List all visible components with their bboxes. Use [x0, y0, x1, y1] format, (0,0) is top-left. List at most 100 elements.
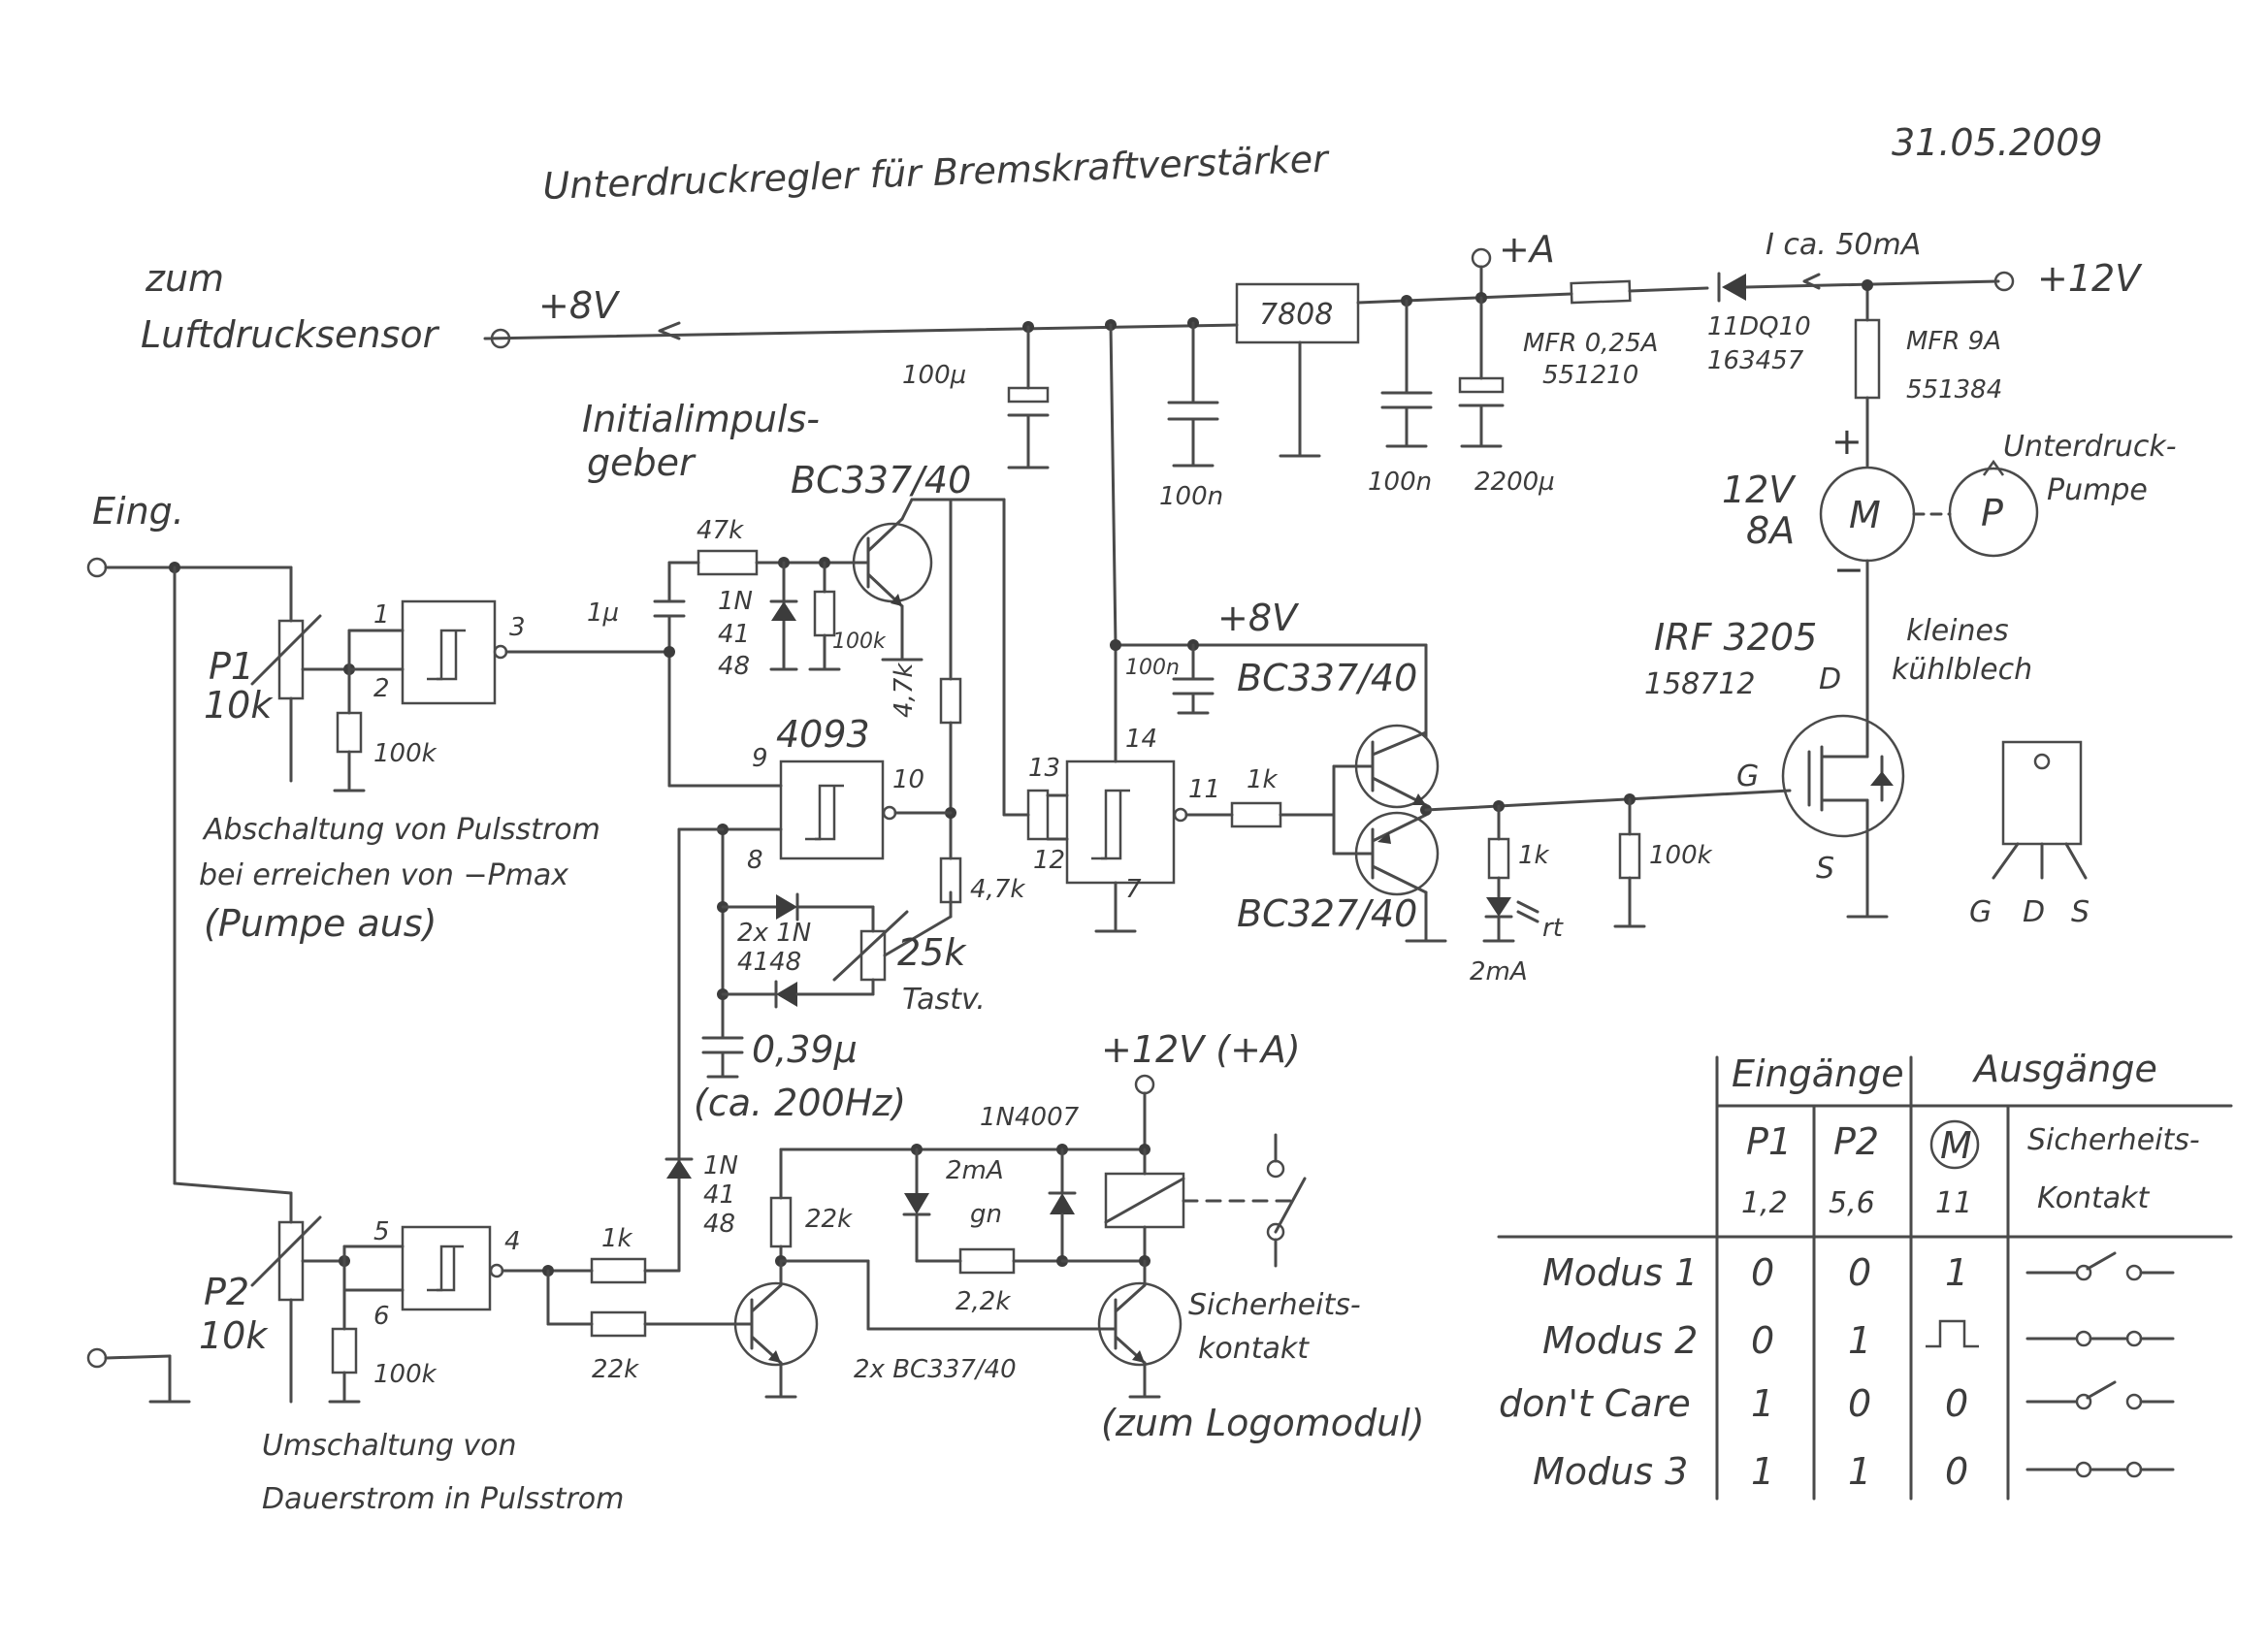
truth-table — [1497, 1055, 2233, 1501]
table-row-3-m: 0 — [1945, 1382, 1968, 1425]
d4148-a-1: 1N — [718, 587, 753, 616]
mosfet-irf3205 — [1781, 696, 1905, 919]
coupling-cap-1u — [653, 561, 783, 788]
table-row-1-p1: 0 — [1751, 1251, 1774, 1294]
plus-a-label: +A — [1499, 228, 1555, 271]
table-sub-p2: 5,6 — [1829, 1186, 1875, 1220]
table-h-sk-1: Sicherheits- — [2027, 1123, 2200, 1157]
to220-package-icon — [1992, 740, 2088, 880]
motor — [1819, 459, 2039, 700]
cap-2200u-label: 2200µ — [1474, 468, 1555, 497]
mosfet-label-1: IRF 3205 — [1654, 616, 1817, 659]
pin5: 5 — [373, 1217, 390, 1246]
input-label: Eing. — [92, 490, 184, 533]
regulator-label: 7808 — [1259, 298, 1333, 332]
switch-closed-icon — [2025, 1461, 2175, 1478]
mosfet-label-2: 158712 — [1644, 667, 1756, 701]
potentiometer-p2 — [250, 1191, 350, 1404]
capacitor-100n-a — [1167, 321, 1219, 468]
r47k-label: 47k — [697, 516, 744, 545]
fuse-9a — [1854, 318, 1881, 400]
regulator-7808 — [1235, 282, 1360, 458]
d4148-b-2: 41 — [703, 1180, 735, 1210]
r1k-b-label: 1k — [1518, 841, 1550, 870]
diode-11dq10 — [1717, 272, 1746, 303]
motor-current: 8A — [1746, 509, 1795, 552]
diode-1n4148-a — [769, 561, 798, 671]
pin3: 3 — [509, 613, 526, 642]
transistor-bc337-b — [733, 1259, 819, 1399]
fuse1-label-a: MFR 0,25A — [1523, 329, 1658, 358]
cutoff-note-2: bei erreichen von −Pmax — [199, 858, 568, 892]
led2-ma-label: 2mA — [946, 1156, 1004, 1185]
potentiometer-p1 — [250, 566, 355, 783]
switch-closed-icon — [2025, 1330, 2175, 1347]
table-h-m: M — [1940, 1124, 1972, 1167]
motor-minus: − — [1833, 548, 1864, 591]
pin13: 13 — [1028, 754, 1060, 783]
motor-voltage: 12V — [1722, 469, 1797, 511]
table-h-p1: P1 — [1746, 1120, 1792, 1163]
table-row-4-m: 0 — [1945, 1450, 1968, 1493]
table-row-4-p2: 1 — [1848, 1450, 1871, 1493]
fuse-025a — [1570, 279, 1632, 305]
mosfet-s: S — [1816, 852, 1834, 886]
p2-label-a: P2 — [204, 1271, 249, 1313]
led-ma-label: 2mA — [1470, 957, 1528, 986]
d4148-b-1: 1N — [703, 1151, 738, 1180]
resistor-100k-a — [333, 667, 366, 792]
pin2: 2 — [373, 674, 390, 703]
pin7: 7 — [1125, 875, 1142, 904]
input-wiring — [86, 557, 293, 1404]
table-row-3-p1: 1 — [1751, 1382, 1774, 1425]
pin-d: D — [2023, 895, 2045, 929]
pin-s: S — [2071, 895, 2090, 929]
r4k7-a-label: 4,7k — [890, 663, 919, 718]
cap-1u-label: 1µ — [587, 598, 619, 628]
table-sub-m: 11 — [1935, 1186, 1972, 1220]
driver-transistors — [1332, 724, 1792, 943]
d4007-label: 1N4007 — [980, 1103, 1080, 1132]
fuse2-label-b: 551384 — [1906, 375, 2002, 404]
cap-100u-label: 100µ — [902, 361, 966, 390]
v12-label: +12V — [2037, 257, 2143, 300]
safety-contact-circuit — [769, 1074, 1307, 1331]
heatsink-label-1: kleines — [1906, 614, 2009, 648]
table-h-p2: P2 — [1833, 1120, 1879, 1163]
gn-label: gn — [970, 1200, 1002, 1229]
pot25-label: 25k — [897, 931, 967, 974]
pin-g: G — [1969, 895, 1992, 929]
table-row-4-mode: Modus 3 — [1533, 1450, 1688, 1493]
capacitor-2200u — [1458, 296, 1505, 448]
mosfet-g: G — [1736, 760, 1759, 793]
table-row-1-m: 1 — [1945, 1251, 1968, 1294]
table-row: don't Care 1 0 0 — [1499, 1380, 2175, 1425]
r100k-a-label: 100k — [373, 739, 437, 768]
table-row-2-mode: Modus 2 — [1542, 1319, 1698, 1362]
safety-label-2: kontakt — [1198, 1332, 1310, 1366]
sensor-label-1: zum — [145, 257, 224, 300]
table-row: Modus 3 1 1 0 — [1533, 1450, 2175, 1493]
d4148-a-3: 48 — [718, 652, 750, 681]
d2x-label-2: 4148 — [737, 948, 801, 977]
page-title: Unterdruckregler für Bremskraftverstärke… — [542, 138, 1331, 208]
cap-100n-a-label: 100n — [1159, 482, 1223, 511]
transistor-bc337-c — [866, 1278, 1183, 1399]
v8b-label: +8V — [1217, 597, 1300, 639]
d4148-a-2: 41 — [718, 620, 750, 649]
table-h-sk-2: Kontakt — [2037, 1181, 2150, 1215]
pin12: 12 — [1033, 846, 1065, 875]
cap-100n-b-label: 100n — [1368, 468, 1432, 497]
table-row-4-p1: 1 — [1751, 1450, 1774, 1493]
table-row-1-mode: Modus 1 — [1542, 1251, 1698, 1294]
bc337-pair-label: 2x BC337/40 — [854, 1355, 1017, 1384]
v12b-label: +12V (+A) — [1101, 1028, 1301, 1071]
switchover-note-2: Dauerstrom in Pulsstrom — [262, 1482, 624, 1516]
table-row: Modus 1 0 0 1 — [1542, 1251, 2175, 1294]
d4148-b-3: 48 — [703, 1210, 735, 1239]
bc337-a-label: BC337/40 — [791, 459, 971, 501]
pump-label-2: Pumpe — [2047, 473, 2148, 507]
diode1-label-b: 163457 — [1707, 346, 1804, 375]
bc337-b-label: BC337/40 — [1237, 657, 1417, 699]
